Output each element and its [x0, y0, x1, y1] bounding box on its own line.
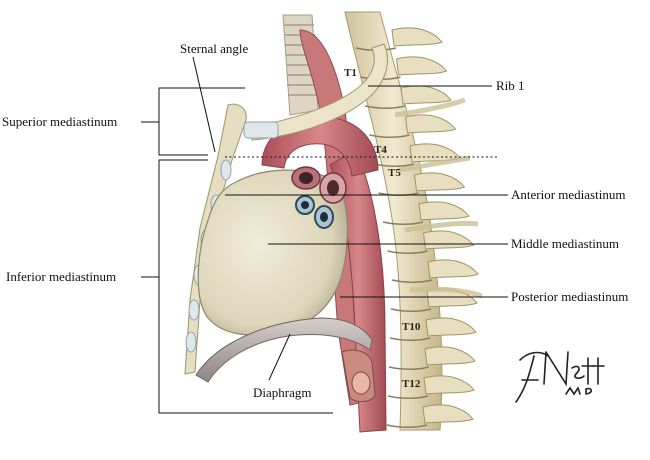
- spinous-process: [424, 346, 476, 366]
- spinous-process: [422, 230, 475, 250]
- vertebral-column: [344, 11, 479, 431]
- intervertebral-disc: [364, 105, 406, 109]
- artist-signature: [515, 351, 605, 403]
- spinous-process: [395, 56, 448, 76]
- vertebra-t5-label: T5: [388, 167, 401, 179]
- intervertebral-disc: [387, 250, 428, 254]
- vertebra-t10-label: T10: [402, 321, 421, 333]
- intervertebral-disc: [382, 221, 424, 225]
- vertebra-t4-label: T4: [374, 144, 387, 156]
- sternal-angle-label: Sternal angle: [180, 41, 248, 56]
- middle-mediastinum-label: Middle mediastinum: [511, 236, 619, 251]
- posterior-ribs: [394, 97, 483, 299]
- inferior-bracket: [141, 159, 333, 414]
- intervertebral-disc: [390, 308, 432, 312]
- esophagus-lower-cut: [341, 349, 376, 403]
- vertebra-t12-label: T12: [402, 378, 421, 390]
- costal-cartilage: [185, 331, 197, 353]
- leader-lines: [192, 56, 508, 381]
- spinous-process: [391, 27, 443, 47]
- spinous-process: [404, 114, 457, 134]
- spinous-process: [427, 259, 479, 279]
- diaphragm-label: Diaphragm: [253, 385, 311, 400]
- posterior-mediastinum-label: Posterior mediastinum: [511, 289, 628, 304]
- anterior-mediastinum-label: Anterior mediastinum: [511, 187, 625, 202]
- vessel-openings: [291, 166, 347, 229]
- spinous-process: [418, 201, 470, 221]
- costal-cartilage: [220, 159, 232, 181]
- intervertebral-disc: [388, 366, 430, 370]
- spinous-process: [400, 85, 452, 105]
- superior-bracket: [141, 87, 245, 156]
- diaphragm: [195, 317, 373, 383]
- superior-mediastinum-label: Superior mediastinum: [2, 114, 117, 129]
- intervertebral-disc: [369, 134, 410, 138]
- vertebra-t1-label: T1: [344, 67, 357, 79]
- rib-1: [243, 43, 388, 141]
- intervertebral-disc: [391, 279, 433, 283]
- spinous-process: [422, 404, 474, 424]
- rib-1-label: Rib 1: [496, 78, 525, 93]
- intervertebral-disc: [386, 424, 428, 428]
- inferior-mediastinum-label: Inferior mediastinum: [6, 269, 116, 284]
- spinous-process: [425, 317, 477, 337]
- intervertebral-disc: [387, 395, 429, 399]
- costal-cartilage: [188, 299, 200, 321]
- spinous-process: [423, 375, 475, 395]
- intervertebral-disc: [389, 337, 431, 341]
- spinous-process: [413, 172, 466, 192]
